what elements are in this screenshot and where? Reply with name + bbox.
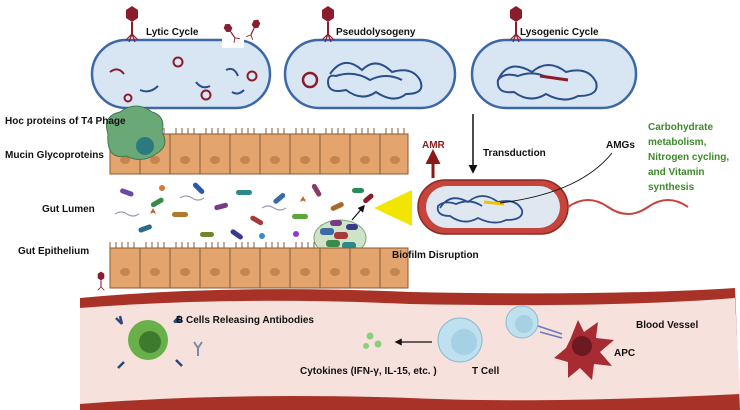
cytokine-particle [366,332,374,340]
lower-epithelium [109,242,409,289]
bacterium [200,232,214,237]
phage-dna-episome [301,71,319,89]
flagellated-bacterium [179,195,205,201]
lysogenic-cycle-panel: Lysogenic Cycle [470,27,638,110]
t-cell [437,305,539,363]
svg-text:Nitrogen cycling,: Nitrogen cycling, [648,152,729,163]
star-microbe [150,208,156,214]
lytic-dna-circle [200,89,212,101]
disrupted-bacterium [363,193,374,204]
lytic-dna-fragment [139,85,159,93]
lytic-dna-circle [123,93,133,103]
lytic-cycle-label: Lytic Cycle [146,27,199,38]
cytokines-label: Cytokines (IFN-γ, IL-15, etc. ) [300,366,437,377]
amr-label: AMR [422,140,446,151]
bacterium [172,212,188,217]
bacterium [352,188,364,193]
cytokine-particle [363,343,369,349]
antibody-icon [193,341,203,356]
transduction-label: Transduction [483,148,546,159]
svg-text:and Vitamin: and Vitamin [648,167,705,178]
coccus [259,233,265,239]
amg-connector [499,152,613,204]
lytic-dna-fragment [195,81,211,89]
lytic-dna-fragment [109,68,125,75]
phage-icon [321,6,335,43]
lytic-dna-fragment [231,89,245,95]
bacterium [250,215,264,226]
pseudolysogeny-panel: Pseudolysogeny [283,27,457,110]
b-cell [115,315,183,369]
mucin-label: Mucin Glycoproteins [5,150,104,161]
bacterium [214,202,228,211]
amg-functions-label: Carbohydrate metabolism, Nitrogen cyclin… [648,122,729,193]
pseudolysogeny-label: Pseudolysogeny [336,27,416,38]
lytic-rupture-gap [222,36,244,48]
gut-epithelium-label: Gut Epithelium [18,246,89,257]
transduced-gene [483,200,505,206]
phage-icon [509,6,523,43]
phage-icon [125,6,139,43]
b-cells-label: B Cells Releasing Antibodies [176,315,314,326]
svg-text:synthesis: synthesis [648,182,695,193]
phage-icon [97,271,105,291]
bacterium [230,229,243,240]
flagellated-bacterium [261,205,287,211]
bacterium [150,197,164,208]
transduction-bacterium [417,179,689,235]
apc-label: APC [614,348,635,359]
flagellum [567,199,689,215]
blood-vessel-label: Blood Vessel [636,320,698,331]
bacterium [292,214,308,219]
bacterial-chromosome [436,195,524,224]
transduction-highlight [374,190,412,226]
coccus [293,231,299,237]
biofilm-label: Biofilm Disruption [392,250,479,261]
bacterium [236,190,252,195]
star-microbe [300,196,306,202]
hoc-protein [136,137,154,155]
gut-lumen-label: Gut Lumen [42,204,95,215]
bacterial-chromosome [496,64,598,101]
amgs-label: AMGs [606,140,635,151]
svg-text:Carbohydrate: Carbohydrate [648,122,713,133]
mucin-glycoprotein [106,105,166,160]
pseudolysogeny-bacterium [283,38,457,110]
lytic-dna-fragment [225,67,239,77]
bacterium [311,183,322,197]
biofilm-arrow [351,204,365,221]
integrated-prophage [539,74,569,82]
flagellated-bacterium [114,211,140,217]
lytic-bacterium [90,38,272,110]
released-phage-icon [223,23,240,43]
lytic-cycle-panel: Lytic Cycle [90,27,272,110]
released-phage-icon [245,19,261,40]
bacterium [192,182,205,195]
bacterium [138,224,152,233]
lytic-dna-circle [246,70,258,82]
apc-cell [537,320,614,380]
gut-lumen-microbes [114,182,364,240]
bacterium [273,192,286,204]
cytokine-particle [374,340,382,348]
hoc-proteins-label: Hoc proteins of T4 Phage [5,116,126,127]
bacterial-chromosome [326,62,423,100]
t-cell-label: T Cell [472,366,499,377]
coccus [159,185,165,191]
biofilm-cluster [313,219,367,257]
lysogenic-cycle-label: Lysogenic Cycle [520,27,599,38]
svg-text:metabolism,: metabolism, [648,137,707,148]
lytic-dna-circle [172,56,184,68]
blood-vessel [80,288,740,410]
bacterium [120,188,134,197]
bacterium [330,202,344,211]
